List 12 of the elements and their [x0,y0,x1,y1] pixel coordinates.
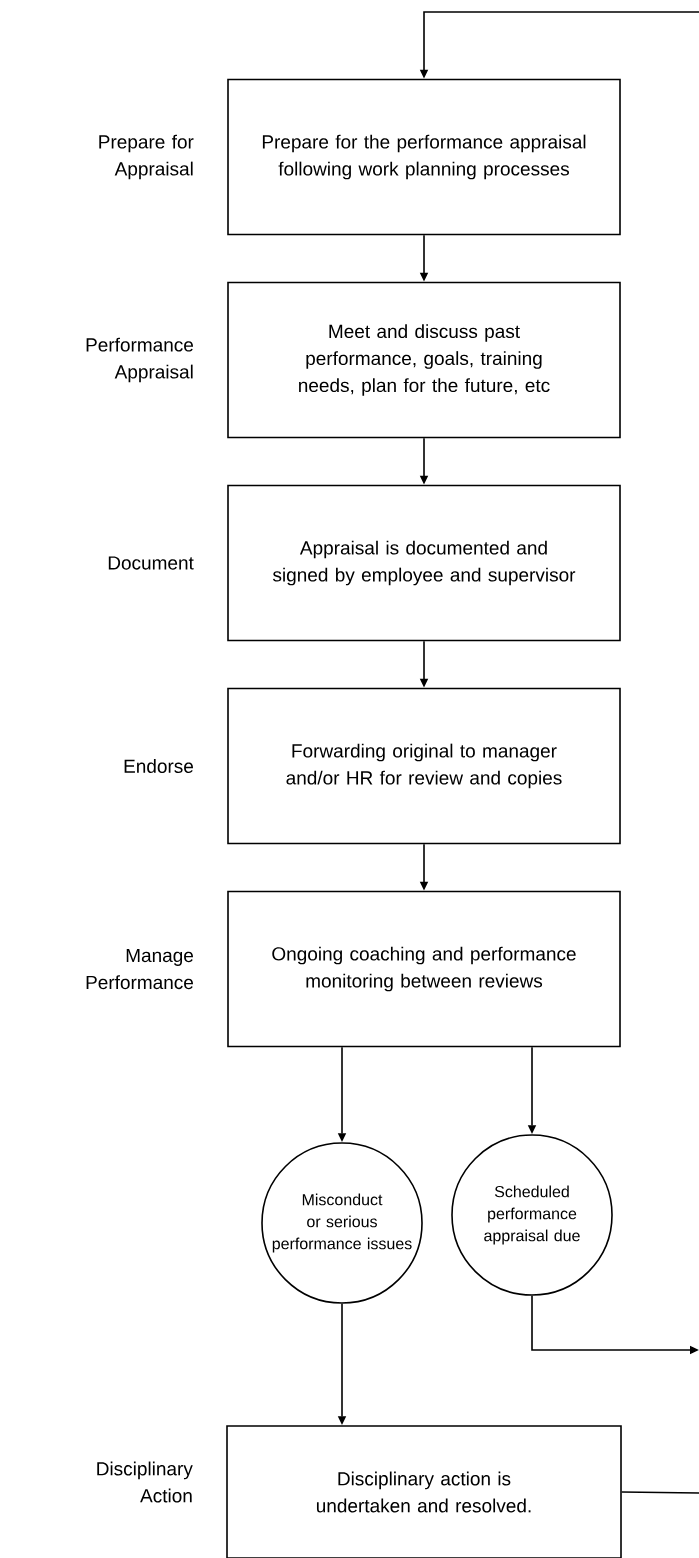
stage-label: Endorse [124,759,193,773]
stage-label: Disciplinary Action [97,1461,193,1503]
stage-label: Document [108,556,194,570]
process-box: Meet and discuss past performance, goals, training needs, plan for the future, etc [227,281,621,439]
stage-label: Manage Performance [86,948,193,990]
process-box: Forwarding original to manager and/or HR for review and copies [227,687,621,845]
process-box: Ongoing coaching and performance monitoring between reviews [227,890,621,1048]
process-box: Prepare for the performance appraisal following work planning processes [227,78,621,236]
stage-label: Prepare for Appraisal [99,134,194,180]
process-box: Disciplinary action is undertaken and resolved. [226,1425,622,1558]
stage-label: Performance Appraisal [86,337,193,383]
process-box: Appraisal is documented and signed by employee and supervisor [227,484,621,642]
